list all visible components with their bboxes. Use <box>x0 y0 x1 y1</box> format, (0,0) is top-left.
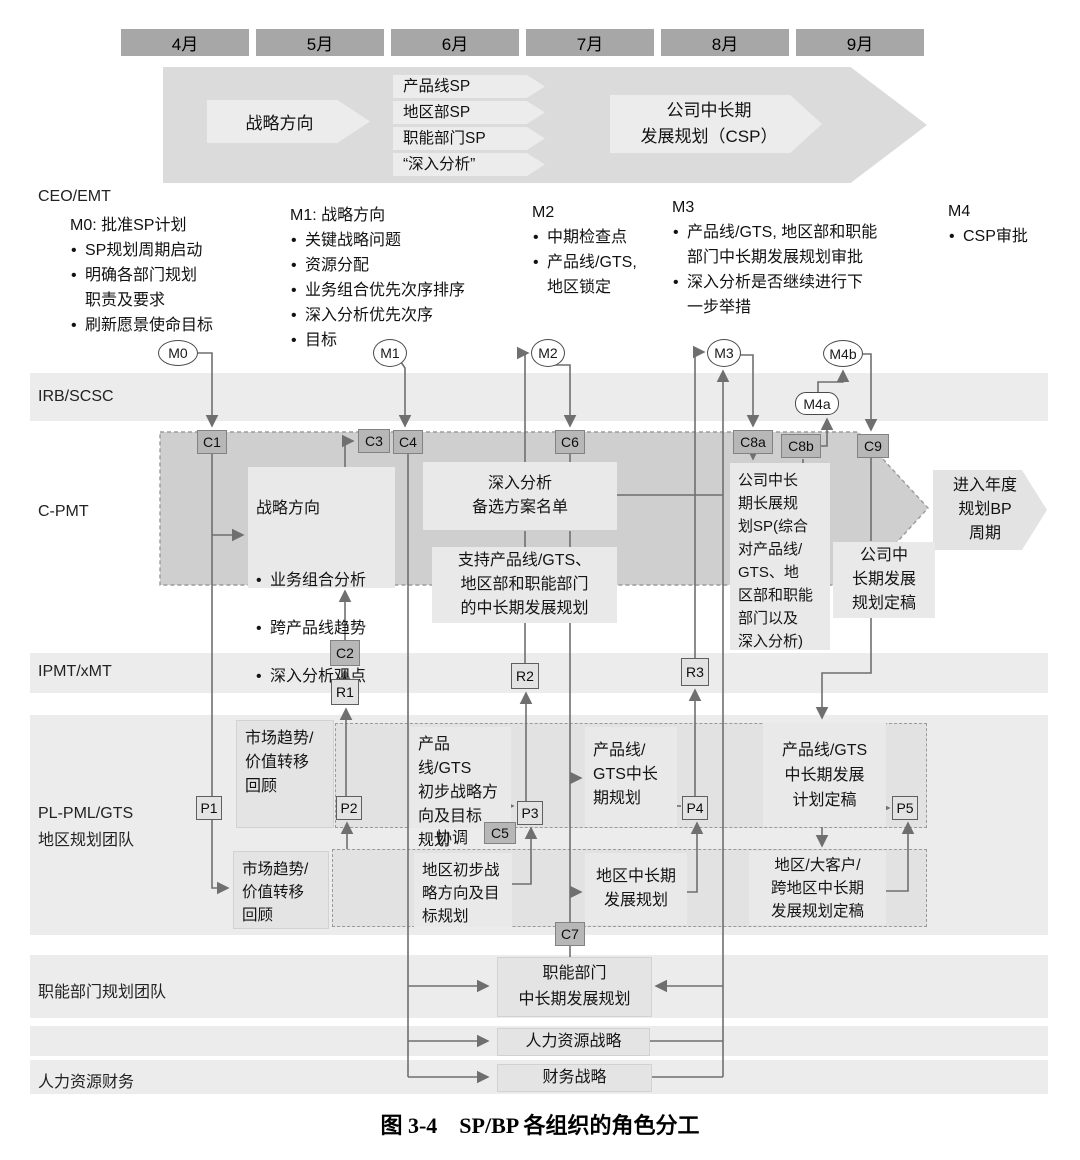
box-deep-analysis-shortlist: 深入分析 备选方案名单 <box>423 462 617 530</box>
node-c6: C6 <box>555 430 585 454</box>
node-p3: P3 <box>517 801 543 825</box>
label-coordination: 协调 <box>436 830 469 847</box>
box-pl-initial-strategy: 产品线/GTS 初步战略方 向及目标 规划 <box>410 727 511 849</box>
milestone-block-m1: M1: 战略方向 关键战略问题 资源分配 业务组合优先次序排序 深入分析优先次序… <box>290 203 540 353</box>
milestone-title: M0: 批准SP计划 <box>70 217 187 234</box>
chevron-product-line-sp: 产品线SP <box>393 75 545 98</box>
box-title: 战略方向 <box>256 500 321 517</box>
node-r3: R3 <box>681 658 709 686</box>
box-function-midterm-plan: 职能部门 中长期发展规划 <box>497 957 652 1017</box>
box-region-initial-strategy: 地区初步战 略方向及目 标规划 <box>414 853 512 927</box>
month-cell: 5月 <box>256 29 384 56</box>
milestone-title: M2 <box>532 204 555 221</box>
milestone-item: 业务组合优先次序排序 <box>290 278 540 303</box>
node-r2: R2 <box>511 663 539 689</box>
milestone-item: 资源分配 <box>290 253 540 278</box>
lane-label-cpmt: C-PMT <box>38 503 89 520</box>
circle-m1: M1 <box>373 339 407 367</box>
lane-label-pl-2: 地区规划团队 <box>38 832 135 849</box>
chevron-next-bp-cycle: 进入年度 规划BP 周期 <box>933 470 1047 550</box>
month-cell: 8月 <box>661 29 789 56</box>
milestone-item: CSP审批 <box>948 224 1068 249</box>
connector-lines <box>198 345 915 1084</box>
box-item: 跨产品线趋势 <box>256 617 387 641</box>
box-pl-final-plan: 产品线/GTS 中长期发展 计划定稿 <box>763 723 886 827</box>
milestone-block-m3: M3 产品线/GTS, 地区部和职能 部门中长期发展规划审批 深入分析是否继续进… <box>672 195 934 320</box>
lane-irb <box>30 373 1048 421</box>
box-market-trend-bottom: 市场趋势/ 价值转移 回顾 <box>233 851 329 929</box>
milestone-block-m2: M2 中期检查点 产品线/GTS, 地区锁定 <box>532 200 682 300</box>
milestone-title: M1: 战略方向 <box>290 207 386 224</box>
box-region-midterm-plan: 地区中长期 发展规划 <box>585 853 687 925</box>
box-company-final-plan: 公司中 长期发展 规划定稿 <box>833 542 935 618</box>
month-cell: 9月 <box>796 29 924 56</box>
node-c9: C9 <box>857 434 889 458</box>
box-item: 深入分析观点 <box>256 665 387 689</box>
circle-m3: M3 <box>707 339 741 367</box>
lane-label-pl-1: PL-PML/GTS <box>38 805 134 822</box>
figure-caption: 图 3-4 SP/BP 各组织的角色分工 <box>380 1113 700 1138</box>
milestone-item: 产品线/GTS, 地区锁定 <box>532 250 682 300</box>
milestone-item: 明确各部门规划 职责及要求 <box>70 263 288 313</box>
lane-label-ipmt: IPMT/xMT <box>38 663 112 680</box>
node-c1: C1 <box>197 430 227 454</box>
lane-label-func: 职能部门规划团队 <box>38 984 167 1001</box>
lane-label-ceo: CEO/EMT <box>38 188 111 205</box>
box-company-midterm-sp: 公司中长 期长展规 划SP(综合 对产品线/ GTS、地 区部和职能 部门以及 … <box>730 463 830 650</box>
chevron-region-sp: 地区部SP <box>393 101 545 124</box>
milestone-item: 中期检查点 <box>532 225 682 250</box>
lane-label-hr-fin: 人力资源财务 <box>38 1074 135 1091</box>
box-hr-strategy: 人力资源战略 <box>497 1028 650 1056</box>
box-finance-strategy: 财务战略 <box>497 1064 652 1092</box>
lane-ipmt <box>30 653 1048 693</box>
chevron-csp: 公司中长期 发展规划（CSP） <box>610 95 822 153</box>
node-r1: R1 <box>331 679 359 705</box>
node-c8a: C8a <box>733 430 773 454</box>
milestone-item: 产品线/GTS, 地区部和职能 部门中长期发展规划审批 <box>672 220 934 270</box>
milestone-item: 深入分析优先次序 <box>290 303 540 328</box>
month-cell: 6月 <box>391 29 519 56</box>
node-c8b: C8b <box>781 434 821 458</box>
milestone-block-m4: M4 CSP审批 <box>948 199 1068 249</box>
milestone-title: M3 <box>672 199 695 216</box>
node-c3: C3 <box>358 429 390 453</box>
node-c2: C2 <box>330 640 360 666</box>
node-p5: P5 <box>892 796 918 820</box>
node-c7: C7 <box>555 922 585 946</box>
node-p4: P4 <box>682 796 708 820</box>
chevron-deep-analysis: “深入分析” <box>393 153 545 176</box>
chevron-function-sp: 职能部门SP <box>393 127 545 150</box>
node-c4: C4 <box>393 430 423 454</box>
chevron-strategy-direction: 战略方向 <box>207 100 370 143</box>
box-region-final-plan: 地区/大客户/ 跨地区中长期 发展规划定稿 <box>749 851 886 925</box>
node-p2: P2 <box>336 796 362 820</box>
circle-m2: M2 <box>531 339 565 367</box>
milestone-item: 刷新愿景使命目标 <box>70 313 288 338</box>
lane-label-irb: IRB/SCSC <box>38 388 114 405</box>
node-c5: C5 <box>484 822 516 844</box>
milestone-item: 深入分析是否继续进行下 一步举措 <box>672 270 934 320</box>
milestone-title: M4 <box>948 203 971 220</box>
milestone-block-m0: M0: 批准SP计划 SP规划周期启动 明确各部门规划 职责及要求 刷新愿景使命… <box>70 213 288 338</box>
circle-m0: M0 <box>158 340 198 366</box>
node-p1: P1 <box>196 796 222 820</box>
circle-m4a: M4a <box>795 392 839 415</box>
box-support-midterm-plans: 支持产品线/GTS、 地区部和职能部门 的中长期发展规划 <box>432 547 617 623</box>
circle-m4b: M4b <box>823 340 863 367</box>
box-strategy-direction: 战略方向 业务组合分析 跨产品线趋势 深入分析观点 <box>248 467 395 689</box>
milestone-item: 关键战略问题 <box>290 228 540 253</box>
box-item: 业务组合分析 <box>256 569 387 593</box>
month-cell: 4月 <box>121 29 249 56</box>
box-market-trend-top: 市场趋势/ 价值转移 回顾 <box>236 720 334 828</box>
box-pl-midterm-plan: 产品线/ GTS中长 期规划 <box>585 727 677 827</box>
milestone-item: SP规划周期启动 <box>70 238 288 263</box>
milestone-item: 目标 <box>290 328 540 353</box>
month-cell: 7月 <box>526 29 654 56</box>
